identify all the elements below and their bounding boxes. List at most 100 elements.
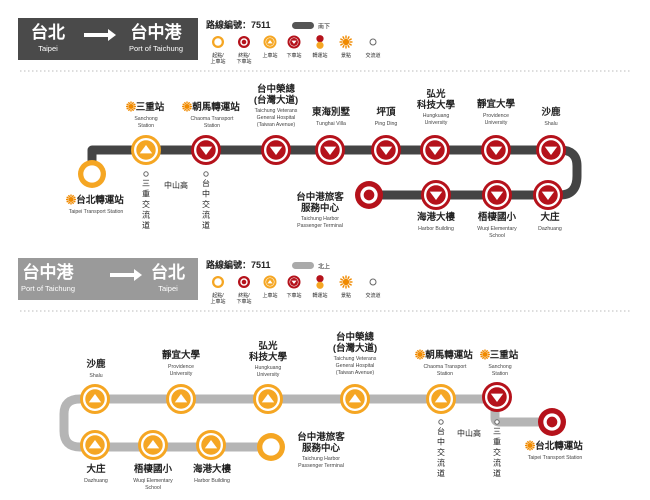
ray	[348, 283, 352, 286]
destination-name-en: Taipei	[158, 284, 178, 293]
station-name-en-2: School	[489, 233, 505, 239]
origin-name-en: Port of Taichung	[21, 284, 75, 293]
up-arrow	[174, 394, 188, 403]
station-name-en: Wuqi Elementary	[133, 478, 173, 484]
station-name-zh: 海港大樓	[417, 211, 456, 223]
north-route: 三重交流道中山高台中交流道台北轉運站Taipei Transport Stati…	[66, 83, 582, 239]
ray	[530, 440, 534, 444]
route-number: 路線編號：7511	[206, 19, 271, 30]
direction-bar	[292, 22, 314, 29]
origin-name-zh: 台北	[31, 22, 65, 42]
vertical-label-char: 交	[202, 199, 210, 209]
transfer-station-icon	[316, 275, 324, 289]
ray	[525, 442, 528, 445]
down-arrow	[429, 191, 443, 200]
ray	[342, 36, 345, 40]
ray	[189, 107, 192, 110]
legend-label: 下車站	[286, 292, 301, 299]
interchange-icon	[203, 171, 209, 177]
station-name-en: Taichung Harbor	[302, 456, 340, 462]
station-name-en: Sanchong	[488, 364, 511, 370]
down-arrow	[291, 280, 297, 285]
vertical-label-char: 流	[493, 458, 501, 468]
attraction-icon	[66, 194, 76, 205]
ray	[416, 356, 420, 360]
ray	[415, 351, 418, 354]
station-name-en: Wuqi Elementary	[477, 226, 517, 232]
ray	[71, 201, 75, 205]
alight-station-icon	[371, 135, 401, 165]
core	[546, 416, 558, 428]
station-name-zh: 東海別墅	[311, 106, 351, 118]
attraction-icon	[126, 101, 136, 112]
station-name-en: Chaoma Transport	[424, 364, 468, 370]
station-name-en: Taichung Veterans	[255, 108, 298, 114]
station-name-zh: 沙鹿	[86, 358, 106, 370]
vertical-label-char: 台	[202, 178, 210, 188]
vertical-label-char: 三	[493, 427, 501, 436]
ray	[487, 355, 490, 358]
ray	[342, 284, 345, 288]
station-name-en-3: (Taiwan Avenue)	[336, 370, 375, 376]
station-name-zh: 海港大樓	[193, 463, 232, 475]
ray	[480, 355, 483, 358]
ray	[340, 278, 344, 281]
station-name-en: Taipei Transport Station	[528, 455, 583, 461]
inner	[83, 165, 101, 183]
bottom	[316, 281, 324, 289]
station-name-en-2: Station	[437, 371, 453, 377]
vertical-label-text: 台中交流道	[202, 178, 210, 230]
board-station-icon	[80, 430, 110, 460]
station-name-zh: 坪頂	[376, 106, 396, 118]
terminal-station-icon	[355, 181, 383, 209]
alight-station-icon	[536, 135, 566, 165]
vertical-label-text: 三重交流道	[493, 427, 501, 478]
ray	[481, 349, 485, 353]
interchange-label: 台中交流道	[202, 178, 210, 230]
ray	[415, 355, 418, 358]
board-station-icon	[426, 384, 456, 414]
ray	[71, 194, 75, 198]
ray	[131, 108, 135, 112]
inner	[262, 438, 280, 456]
interchange-label: 台中交流道	[437, 426, 445, 478]
alight-station-icon	[533, 180, 563, 210]
ray	[133, 107, 136, 110]
station-name-zh: 台北轉運站	[76, 194, 124, 206]
up-arrow	[267, 39, 273, 44]
ray	[420, 349, 424, 353]
arrow-shaft	[110, 273, 134, 277]
station-name-zh-2: (台灣大道)	[333, 342, 377, 354]
core	[128, 104, 134, 109]
station-name-zh: 台中港旅客	[296, 191, 344, 203]
station-name-zh-2: 服務中心	[301, 202, 340, 214]
ray	[422, 355, 425, 358]
vertical-label-char: 重	[493, 437, 501, 447]
down-arrow	[490, 393, 504, 402]
ray	[347, 36, 350, 40]
ray	[127, 101, 131, 105]
station-name-zh: 朝馬轉運站	[192, 101, 240, 113]
legend-label: 起點/	[212, 292, 224, 299]
up-arrow	[267, 279, 273, 284]
vertical-label-text: 三重交流道	[142, 179, 150, 230]
core	[342, 38, 350, 46]
vertical-label-char: 流	[202, 210, 210, 220]
legend-label-2: 上車站	[210, 58, 225, 65]
vertical-label-char: 流	[437, 458, 445, 468]
alight-station-icon	[261, 135, 291, 165]
ray	[416, 349, 420, 353]
legend-label: 轉運站	[312, 292, 327, 299]
interchange-icon	[494, 419, 500, 425]
interchange-label: 三重交流道	[493, 427, 501, 478]
station-name-en-2: University	[170, 371, 193, 377]
